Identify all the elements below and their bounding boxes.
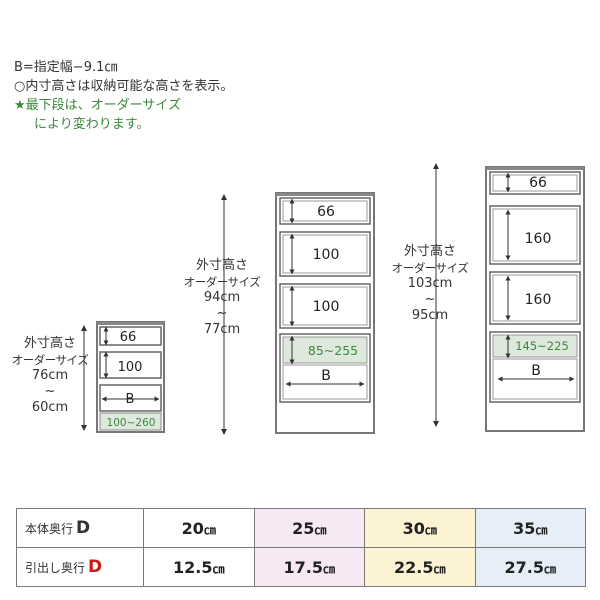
value: 30 xyxy=(402,518,425,538)
value: 22.5 xyxy=(394,557,434,577)
value: 35 xyxy=(513,518,536,538)
medium-bottom-width: B xyxy=(321,368,331,384)
medium-drawer-2-height: 100 xyxy=(313,247,340,263)
drawer-depth-17-5: 17.5㎝ xyxy=(253,547,365,587)
body-depth-20: 20㎝ xyxy=(143,508,255,548)
unit: ㎝ xyxy=(433,561,446,576)
unit: ㎝ xyxy=(212,561,225,576)
drawer-depth-12-5: 12.5㎝ xyxy=(143,547,255,587)
large-height-min: 95cm xyxy=(411,308,449,323)
drawer-depth-27-5: 27.5㎝ xyxy=(474,547,586,587)
note-inner-height: ○内寸高さは収納可能な高さを表示。 xyxy=(14,79,234,94)
drawer-depth-label-text: 引出し奥行 xyxy=(25,561,86,575)
value: 27.5 xyxy=(504,557,544,577)
unit: ㎝ xyxy=(535,522,548,537)
large-height-title: 外寸高さ xyxy=(403,244,456,259)
large-bottom-width: B xyxy=(531,363,541,379)
notes: B=指定幅−9.1㎝ ○内寸高さは収納可能な高さを表示。 ★最下段は、オーダーサ… xyxy=(14,58,233,134)
large-order-size: オーダーサイズ xyxy=(391,261,469,275)
small-height-min: 60cm xyxy=(31,400,69,415)
body-depth-30: 30㎝ xyxy=(364,508,476,548)
medium-cabinet: 66 100 100 85~255 B xyxy=(275,192,375,434)
large-drawer-1-height: 66 xyxy=(529,175,547,191)
small-order-size: オーダーサイズ xyxy=(11,353,89,367)
unit: ㎝ xyxy=(322,561,335,576)
cabinet-diagram: 66 100 B 100~260 66 100 100 85~255 B xyxy=(81,163,585,435)
unit: ㎝ xyxy=(424,522,437,537)
small-drawer-1-height: 66 xyxy=(120,330,137,345)
body-depth-25: 25㎝ xyxy=(253,508,365,548)
value: 20 xyxy=(181,518,204,538)
large-drawer-2-height: 160 xyxy=(525,231,552,247)
unit: ㎝ xyxy=(314,522,327,537)
body-depth-35: 35㎝ xyxy=(474,508,586,548)
small-height-title: 外寸高さ xyxy=(23,336,76,351)
small-unit-height-label: 外寸高さ オーダーサイズ 76cm ~ 60cm xyxy=(6,336,94,416)
note-bottom-drawer-cont: により変わります。 xyxy=(34,117,150,132)
body-depth-letter: D xyxy=(76,518,91,538)
value: 25 xyxy=(292,518,315,538)
large-height-max: 103cm xyxy=(407,276,453,291)
small-height-tilde: ~ xyxy=(44,384,56,399)
large-drawer-3-height: 160 xyxy=(525,292,552,308)
drawer-depth-letter: D xyxy=(88,557,103,577)
small-drawer-3-width: B xyxy=(126,392,135,407)
small-drawer-2-height: 100 xyxy=(118,360,143,375)
small-bottom-range: 100~260 xyxy=(107,417,156,429)
large-cabinet: 66 160 160 145~225 B xyxy=(485,166,585,432)
medium-drawer-3-height: 100 xyxy=(313,299,340,315)
body-depth-label-text: 本体奥行 xyxy=(25,522,74,536)
small-cabinet: 66 100 B 100~260 xyxy=(96,321,165,433)
small-height-max: 76cm xyxy=(31,368,69,383)
note-bottom-drawer: ★最下段は、オーダーサイズ xyxy=(14,98,182,113)
large-height-tilde: ~ xyxy=(424,292,436,307)
unit: ㎝ xyxy=(203,522,216,537)
value: 17.5 xyxy=(283,557,323,577)
medium-bottom-range: 85~255 xyxy=(308,343,358,358)
large-unit-height-label: 外寸高さ オーダーサイズ 103cm ~ 95cm xyxy=(384,244,476,324)
large-bottom-range: 145~225 xyxy=(515,339,569,353)
note-width: B=指定幅−9.1㎝ xyxy=(14,60,118,75)
medium-drawer-1-height: 66 xyxy=(317,204,335,220)
unit: ㎝ xyxy=(543,561,556,576)
value: 12.5 xyxy=(173,557,213,577)
drawer-depth-22-5: 22.5㎝ xyxy=(364,547,476,587)
